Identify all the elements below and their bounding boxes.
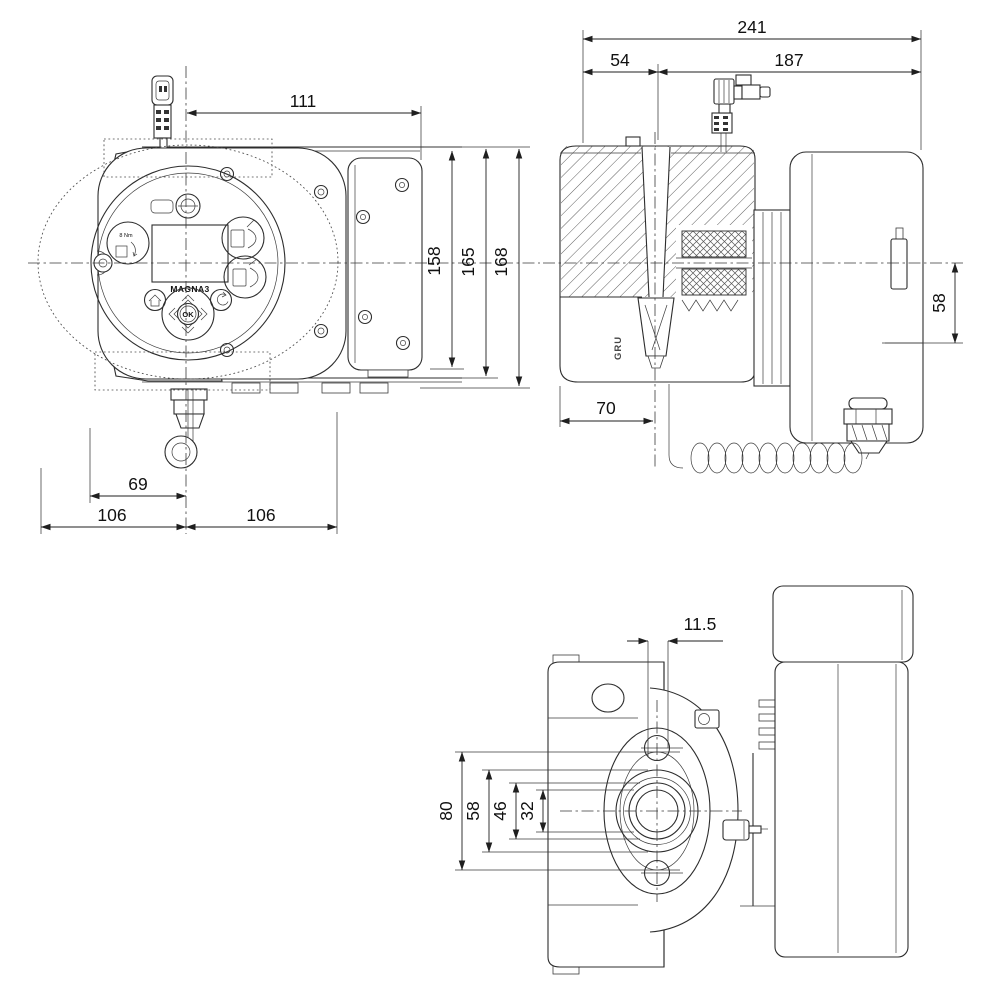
dim-111-label: 111 [290, 91, 317, 111]
dim-54-label: 54 [610, 50, 630, 70]
control-box-section [789, 151, 924, 444]
dim-69: 69 [89, 428, 187, 503]
hook-ring [164, 435, 198, 469]
flow-channel [642, 147, 670, 297]
home-icon [148, 294, 162, 307]
front-view: 8 Nm MAGNA3 [28, 66, 540, 534]
cooling-fin [758, 741, 777, 750]
dim-46: 46 [490, 782, 640, 840]
stator-section [676, 225, 752, 312]
vent-hole [591, 683, 625, 713]
back-button [209, 288, 233, 312]
insulation-top-icon [221, 216, 265, 260]
face-screws [219, 166, 329, 358]
dim-58-side-label: 58 [463, 801, 483, 820]
hidden-housing-outline [37, 144, 339, 380]
dim-80-label: 80 [436, 801, 456, 821]
side-plug [722, 819, 768, 841]
hidden-clamp-top [103, 138, 273, 178]
motor-neck [740, 699, 777, 907]
dim-106-left: 106 [40, 468, 187, 534]
torque-icon: 8 Nm [106, 221, 150, 265]
dim-58-section: 58 [882, 262, 963, 344]
housing-boss [625, 136, 641, 147]
dim-241: 241 [582, 17, 922, 150]
dim-106L-label: 106 [97, 505, 126, 525]
stator-lower [681, 268, 747, 296]
latch-clip [890, 238, 908, 290]
dim-165: 165 [458, 148, 498, 379]
dim-69-label: 69 [128, 474, 147, 494]
dim-168: 168 [420, 148, 530, 389]
nav-pad: OK [161, 287, 215, 341]
bearing-spring [681, 299, 739, 312]
plate-tab [321, 382, 351, 394]
dim-80: 80 [436, 751, 680, 871]
dim-46-label: 46 [490, 801, 510, 820]
dim-106-right: 106 [185, 412, 338, 534]
insulation-bottom-icon [223, 255, 267, 299]
dim-241-label: 241 [737, 17, 766, 37]
plate-tab [231, 382, 261, 394]
impeller [637, 297, 675, 369]
dim-32: 32 [517, 789, 634, 833]
dim-187-label: 187 [774, 50, 803, 70]
dim-54: 54 [582, 50, 659, 140]
grundfos-cast-logo: GRU [613, 336, 624, 360]
dim-187: 187 [657, 50, 922, 76]
dim-165-label: 165 [458, 247, 478, 276]
latch-pin [895, 227, 904, 240]
hidden-clamp-bottom [94, 351, 271, 391]
dim-158: 158 [424, 146, 530, 370]
dim-58-section-label: 58 [929, 293, 949, 312]
dim-32-label: 32 [517, 801, 537, 820]
dim-11-5: 11.5 [627, 614, 723, 757]
cooling-fin [758, 727, 777, 736]
housing-outline [559, 145, 756, 383]
home-button [143, 288, 167, 312]
plate-tab [359, 382, 389, 394]
dim-70: 70 [559, 386, 654, 427]
motor-flange [753, 209, 791, 387]
dim-168-label: 168 [491, 247, 511, 276]
cooling-fin [758, 713, 777, 722]
ok-label: OK [182, 310, 194, 319]
cable-gland-front [164, 388, 208, 469]
dim-11-5-label: 11.5 [684, 614, 717, 634]
clamp-lug [694, 709, 720, 729]
bezel-outer [90, 165, 286, 361]
control-box-side [772, 585, 914, 958]
dim-111: 111 [186, 91, 422, 160]
torque-text: 8 Nm [119, 233, 133, 239]
brand-label: MAGNA3 [170, 284, 209, 294]
led-window [150, 199, 174, 214]
terminal-cover [347, 157, 423, 378]
dim-158-label: 158 [424, 246, 444, 275]
coiled-cable [668, 384, 870, 474]
box-body [774, 661, 909, 958]
cover-tab [367, 369, 409, 378]
ok-button [176, 302, 200, 326]
cable-gland-section [843, 397, 893, 454]
cooling-fin [758, 699, 777, 708]
elbow-connector [711, 74, 771, 152]
dim-70-label: 70 [596, 398, 616, 418]
side-view: 11.5 80 58 46 32 [436, 585, 914, 975]
display-screen [151, 224, 229, 283]
top-screw [175, 193, 201, 219]
dim-58-side: 58 [463, 769, 648, 853]
return-icon [217, 291, 229, 306]
dim-106R-label: 106 [246, 505, 275, 525]
section-view: GRU [543, 17, 963, 474]
plate-tab [269, 382, 299, 394]
box-cap [772, 585, 914, 663]
stator-upper [681, 230, 747, 258]
